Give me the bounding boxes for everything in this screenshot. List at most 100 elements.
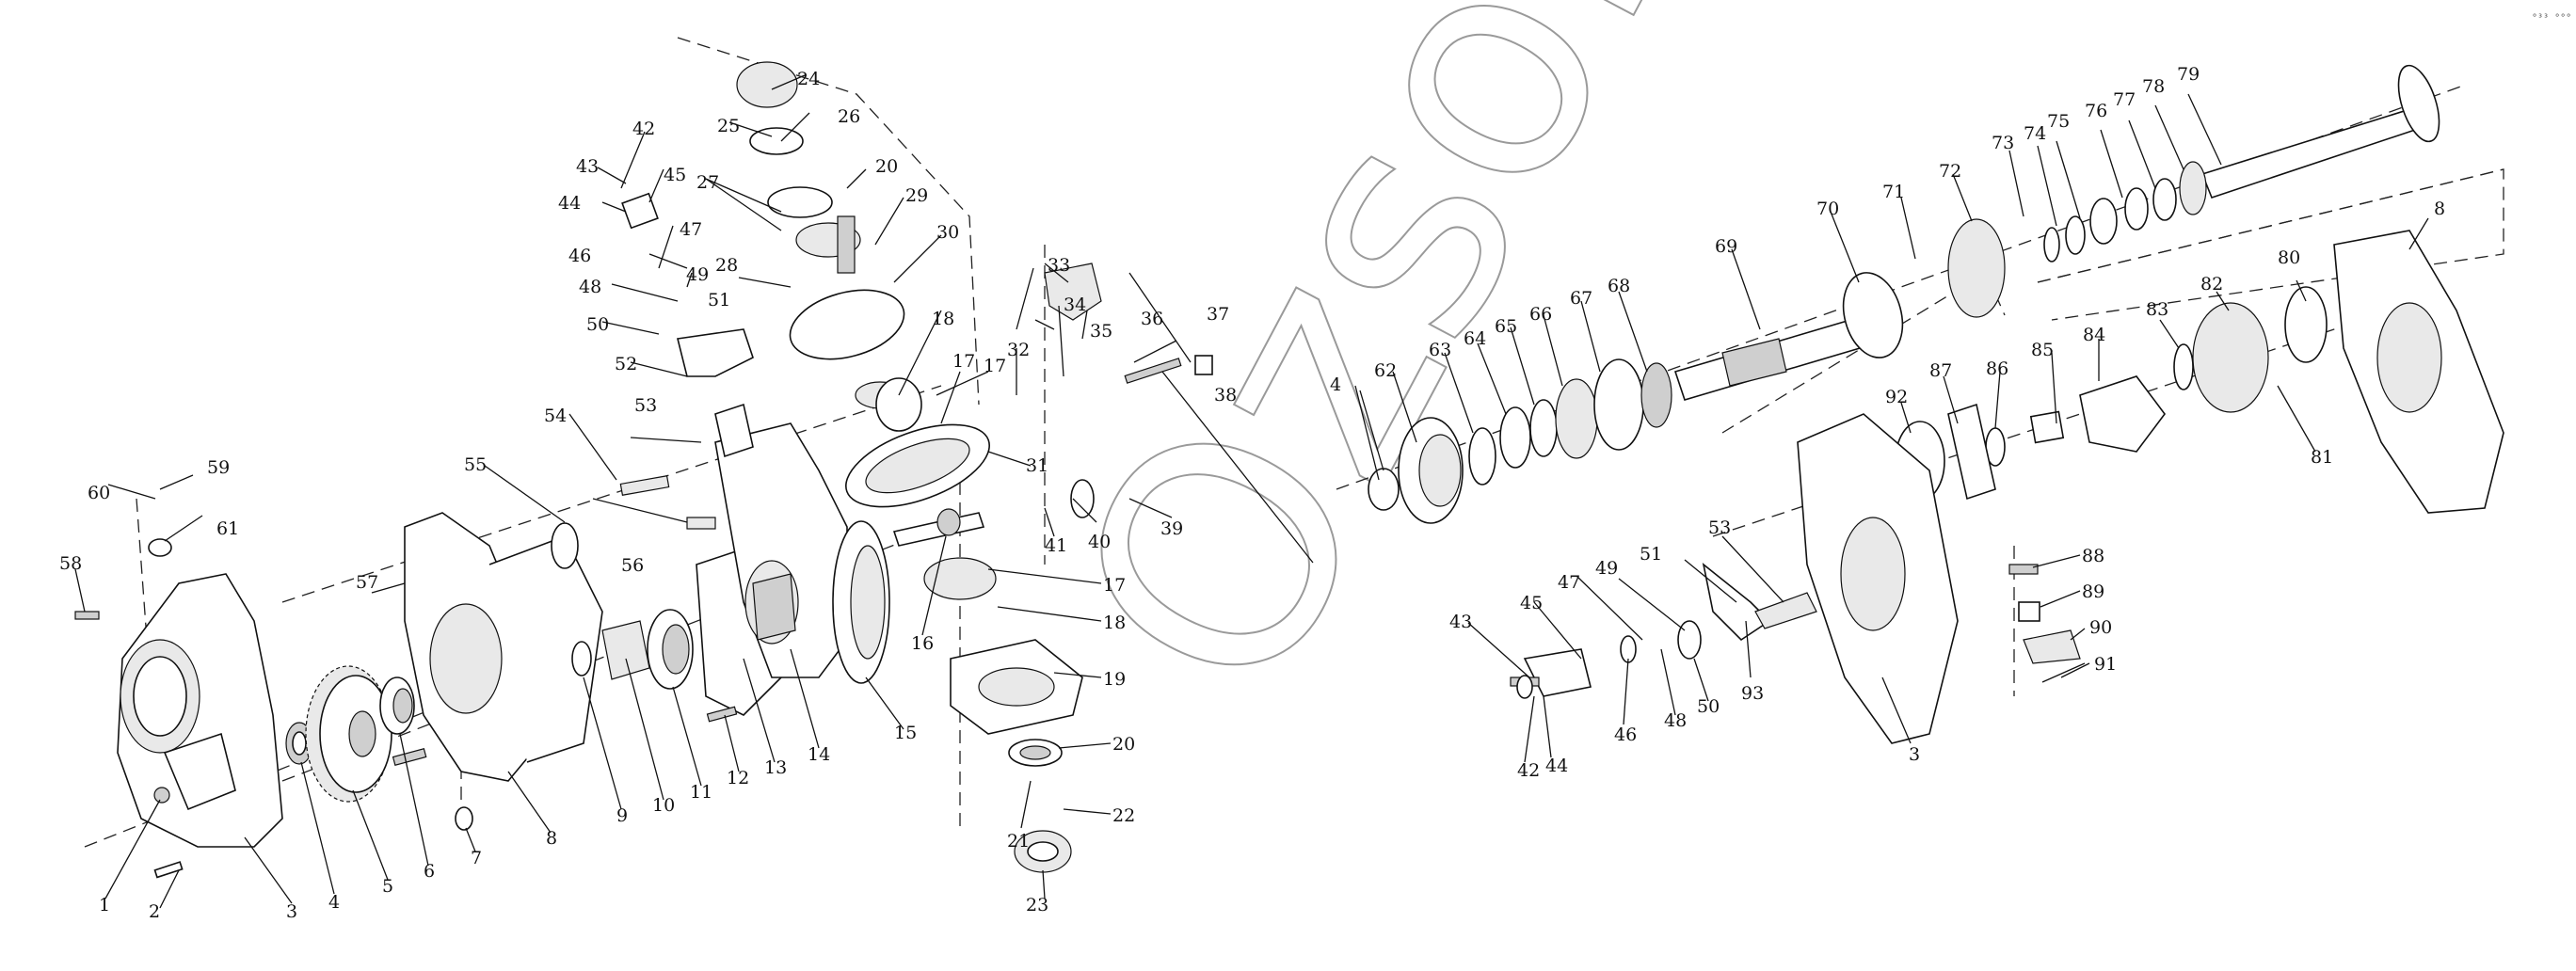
callout-8: 8 bbox=[546, 828, 557, 849]
callout-18-upper: 18 bbox=[932, 309, 954, 329]
callout-48-right: 48 bbox=[1664, 710, 1687, 731]
callout-91: 91 bbox=[2094, 654, 2117, 675]
callout-20-upper: 20 bbox=[875, 156, 898, 177]
callout-5: 5 bbox=[382, 876, 393, 897]
callout-23: 23 bbox=[1026, 895, 1048, 915]
main-housing-8 bbox=[404, 512, 603, 782]
callout-49-right: 49 bbox=[1595, 558, 1618, 579]
callout-45-left: 45 bbox=[664, 165, 686, 185]
callout-66: 66 bbox=[1529, 304, 1552, 325]
callout-44-left: 44 bbox=[558, 193, 581, 214]
callout-17-right: 17 bbox=[984, 356, 1006, 376]
gear-5 bbox=[305, 665, 392, 803]
callout-37: 37 bbox=[1207, 304, 1229, 325]
callout-22: 22 bbox=[1112, 805, 1135, 826]
callout-44-right: 44 bbox=[1545, 756, 1568, 776]
callout-64: 64 bbox=[1464, 328, 1486, 349]
callout-38: 38 bbox=[1214, 385, 1237, 406]
callout-87: 87 bbox=[1929, 360, 1952, 381]
shift-fork-assembly-left bbox=[551, 192, 754, 569]
callout-40: 40 bbox=[1088, 532, 1111, 552]
callout-8-right: 8 bbox=[2434, 199, 2445, 219]
callout-83: 83 bbox=[2146, 299, 2168, 320]
callout-59: 59 bbox=[207, 457, 230, 478]
callout-39: 39 bbox=[1160, 518, 1183, 539]
callout-89: 89 bbox=[2082, 581, 2104, 602]
callout-17-upper: 17 bbox=[952, 351, 975, 372]
callout-labels: 1 2 3 4 5 6 7 8 9 10 11 12 13 14 15 16 1… bbox=[59, 64, 2445, 922]
callout-25: 25 bbox=[717, 116, 740, 136]
right-bearings-row bbox=[1368, 358, 1672, 524]
callout-36: 36 bbox=[1141, 309, 1163, 329]
callout-49-left: 49 bbox=[686, 264, 709, 285]
callout-35: 35 bbox=[1090, 321, 1112, 342]
callout-88: 88 bbox=[2082, 546, 2104, 566]
diff-gear-17 bbox=[923, 557, 997, 600]
upper-diff-assembly bbox=[736, 61, 922, 432]
callout-78: 78 bbox=[2142, 76, 2165, 97]
callout-74: 74 bbox=[2024, 123, 2046, 144]
callout-54: 54 bbox=[544, 406, 567, 426]
callout-57: 57 bbox=[356, 572, 378, 593]
bearing-23 bbox=[1014, 830, 1072, 873]
callout-16: 16 bbox=[911, 633, 934, 654]
callout-42-left: 42 bbox=[632, 119, 655, 139]
callout-53-right: 53 bbox=[1708, 517, 1731, 538]
callout-80: 80 bbox=[2278, 247, 2300, 268]
callout-82: 82 bbox=[2200, 274, 2223, 294]
callout-24: 24 bbox=[797, 69, 820, 89]
callout-62: 62 bbox=[1374, 360, 1397, 381]
callout-30: 30 bbox=[936, 222, 959, 243]
right-center-parts bbox=[1797, 286, 2328, 744]
callout-85: 85 bbox=[2031, 340, 2054, 360]
callout-50-right: 50 bbox=[1697, 696, 1720, 717]
watermark-text: Ozsoft bbox=[1007, 0, 1788, 750]
callout-12: 12 bbox=[727, 768, 749, 788]
bearing-20-lower bbox=[1008, 739, 1063, 767]
callout-84: 84 bbox=[2083, 325, 2105, 345]
callout-4: 4 bbox=[328, 892, 340, 913]
callout-43-left: 43 bbox=[576, 156, 599, 177]
leader-lines bbox=[74, 74, 2429, 909]
callout-1: 1 bbox=[99, 895, 110, 915]
callout-46-right: 46 bbox=[1614, 724, 1637, 745]
callout-10: 10 bbox=[652, 795, 675, 816]
callout-70: 70 bbox=[1816, 199, 1839, 219]
callout-65: 65 bbox=[1495, 316, 1517, 337]
callout-27: 27 bbox=[696, 172, 719, 193]
right-housing-8 bbox=[2333, 230, 2504, 514]
callout-9: 9 bbox=[616, 805, 628, 826]
callout-81: 81 bbox=[2311, 447, 2333, 468]
callout-52: 52 bbox=[615, 354, 637, 374]
callout-56: 56 bbox=[621, 555, 644, 576]
callout-50-left: 50 bbox=[586, 314, 609, 335]
callout-7: 7 bbox=[471, 848, 482, 868]
watermark: Ozsoft bbox=[1006, 0, 1789, 751]
seal-9 bbox=[571, 641, 592, 677]
callout-51-left: 51 bbox=[708, 290, 730, 310]
callout-72: 72 bbox=[1939, 161, 1961, 182]
right-shift-fork-assembly bbox=[1510, 563, 1817, 699]
callout-90: 90 bbox=[2089, 617, 2112, 638]
callout-43-right: 43 bbox=[1449, 612, 1472, 632]
callout-71: 71 bbox=[1882, 182, 1905, 202]
callout-77: 77 bbox=[2113, 89, 2136, 110]
callout-29: 29 bbox=[905, 185, 928, 206]
bearing-6 bbox=[379, 677, 415, 735]
diff-case-19 bbox=[950, 639, 1083, 735]
callout-34: 34 bbox=[1064, 294, 1086, 315]
callout-47-right: 47 bbox=[1558, 572, 1580, 593]
rear-cover-housing bbox=[117, 573, 283, 848]
callout-17-mid: 17 bbox=[1103, 575, 1126, 596]
callout-46-left: 46 bbox=[568, 246, 591, 266]
callout-6: 6 bbox=[424, 861, 435, 882]
callout-48-left: 48 bbox=[579, 277, 601, 297]
sleeve-10 bbox=[601, 620, 650, 680]
callout-67: 67 bbox=[1570, 288, 1592, 309]
callout-45-right: 45 bbox=[1520, 593, 1543, 613]
bearing-4 bbox=[285, 722, 313, 765]
callout-73: 73 bbox=[1992, 133, 2014, 153]
callout-4-right: 4 bbox=[1330, 374, 1341, 395]
callout-58: 58 bbox=[59, 553, 82, 574]
